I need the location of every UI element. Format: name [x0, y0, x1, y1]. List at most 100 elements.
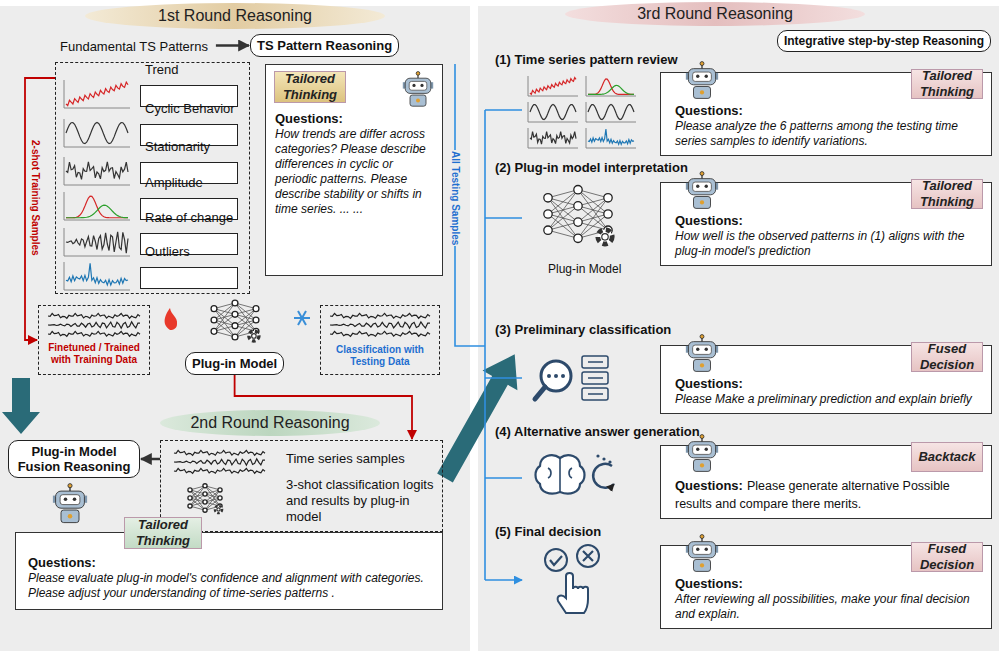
series-line: [66, 196, 128, 218]
step-heading: (4) Alternative answer generation: [495, 424, 700, 439]
node-text: 1st Round Reasoning: [158, 7, 312, 25]
series-line: [48, 331, 140, 336]
node-text: Finetuned / Trained with Training Data: [41, 342, 147, 366]
node-body: After reviewing all possibilities, make …: [675, 592, 981, 622]
node-text: Questions:: [675, 213, 981, 229]
node-text: Questions:: [675, 478, 743, 493]
series-line: [66, 122, 128, 143]
question-note: Questions:After reviewing all possibilit…: [660, 545, 992, 629]
node-text: Questions:: [275, 111, 434, 127]
node-text: TS Pattern Reasoning: [257, 38, 392, 53]
chart-axis: [64, 119, 130, 147]
robot-icon: [685, 171, 719, 210]
round-title: 3rd Round Reasoning: [565, 2, 865, 26]
node-text: Amplitude: [145, 175, 203, 190]
node-text: Cyclic Behavior: [145, 101, 235, 116]
chart-axis: [586, 76, 636, 96]
series-line: [530, 132, 576, 145]
question-note: Questions:How well is the observed patte…: [660, 182, 992, 266]
process-box: Plug-in Model Fusion Reasoning: [8, 440, 140, 478]
node-text: 3rd Round Reasoning: [637, 5, 793, 23]
series-line: [174, 450, 265, 455]
node-text: Plug-in Model Fusion Reasoning: [13, 444, 135, 474]
node-text: Rate of change: [145, 210, 233, 225]
series-line: [588, 85, 634, 94]
flow-label: All Testing Samples: [450, 150, 461, 246]
chart-axis: [528, 76, 578, 96]
robot-icon: [685, 61, 719, 100]
process-box: Integrative step-by-step Reasoning: [777, 30, 991, 52]
node-body: Please Make a preliminary prediction and…: [675, 392, 981, 407]
chart-axis: [528, 102, 578, 122]
series-line: [330, 313, 430, 318]
node-text: Fused Decision: [912, 541, 982, 573]
chart-axis: [586, 128, 636, 148]
round-title: 2nd Round Reasoning: [160, 410, 380, 436]
node-text: Plug-in Model: [192, 356, 277, 371]
series-line: [48, 322, 140, 328]
round-title: 1st Round Reasoning: [85, 3, 385, 29]
magnifier-icon: [535, 356, 608, 400]
node-text: Fused Decision: [912, 341, 982, 373]
chart-axis: [586, 102, 636, 122]
robot-icon: [53, 484, 87, 523]
input-box: Time series samples3-shot classification…: [160, 440, 443, 532]
flow-arrow: [2, 378, 40, 434]
question-note: Questions:Please evaluate plug-in model'…: [15, 532, 443, 610]
node-text: Questions:: [28, 555, 432, 571]
series-line: [66, 263, 128, 285]
series-line: [66, 162, 128, 180]
node-text: Tailored Thinking: [912, 178, 982, 210]
question-note: Questions:How trends are differ across c…: [265, 64, 443, 276]
node-text: Tailored Thinking: [125, 517, 201, 549]
thinking-tag: Tailored Thinking: [911, 69, 983, 99]
snow-icon: [294, 311, 310, 325]
node-text: 2nd Round Reasoning: [190, 414, 349, 432]
series-line: [66, 205, 128, 218]
chart-axis: [64, 157, 130, 185]
step-heading: (5) Final decision: [495, 524, 601, 539]
step-heading: (3) Preliminary classification: [495, 322, 671, 337]
node-text: Questions:: [675, 576, 981, 592]
test-bus: [484, 110, 486, 580]
step-heading: (1) Time series pattern review: [495, 52, 678, 67]
series-line: [174, 468, 265, 473]
model-box: Plug-in Model: [185, 352, 284, 375]
question-note: Questions:Please generate alternative Po…: [660, 445, 992, 519]
node-text: Fundamental TS Patterns: [60, 39, 208, 54]
node-text: Classification with Testing Data: [323, 344, 437, 368]
node-text: Backtack: [918, 449, 975, 465]
node-text: Trend: [145, 62, 178, 77]
thinking-tag: Fused Decision: [911, 542, 983, 572]
robot-icon: [685, 334, 719, 373]
series-line: [530, 104, 576, 119]
series-line: [588, 129, 634, 144]
step-heading: (2) Plug-in model interpretation: [495, 160, 688, 175]
chart-axis: [64, 262, 130, 290]
series-line: [330, 331, 430, 336]
node-text: Tailored Thinking: [912, 68, 982, 100]
network-icon: [544, 186, 612, 245]
flow-arrow: [141, 458, 160, 461]
node-text: Questions:: [675, 103, 981, 119]
thinking-tag: Tailored Thinking: [124, 517, 202, 549]
pattern-group: Fundamental TS PatternsTrendCyclic Behav…: [55, 62, 250, 294]
node-text: Outliers: [145, 244, 190, 259]
thinking-tag: Tailored Thinking: [911, 179, 983, 209]
node-body: Please evaluate plug-in model's confiden…: [28, 571, 432, 601]
series-line: [66, 82, 128, 106]
pattern-box: Outliers: [140, 267, 238, 289]
flame-icon: [165, 308, 177, 330]
thinking-tag: Tailored Thinking: [274, 71, 346, 103]
data-box: Finetuned / Trained with Training Data: [38, 305, 150, 375]
node-text: Tailored Thinking: [275, 71, 345, 103]
robot-icon: [685, 434, 719, 473]
flow-arrow: [25, 78, 55, 340]
chart-axis: [64, 80, 130, 108]
node-body: How well is the observed patterns in (1)…: [675, 229, 981, 259]
node-text: Stationarity: [145, 139, 210, 154]
flow-label: 2-shot Training Samples: [30, 140, 41, 256]
chart-axis: [64, 192, 130, 220]
